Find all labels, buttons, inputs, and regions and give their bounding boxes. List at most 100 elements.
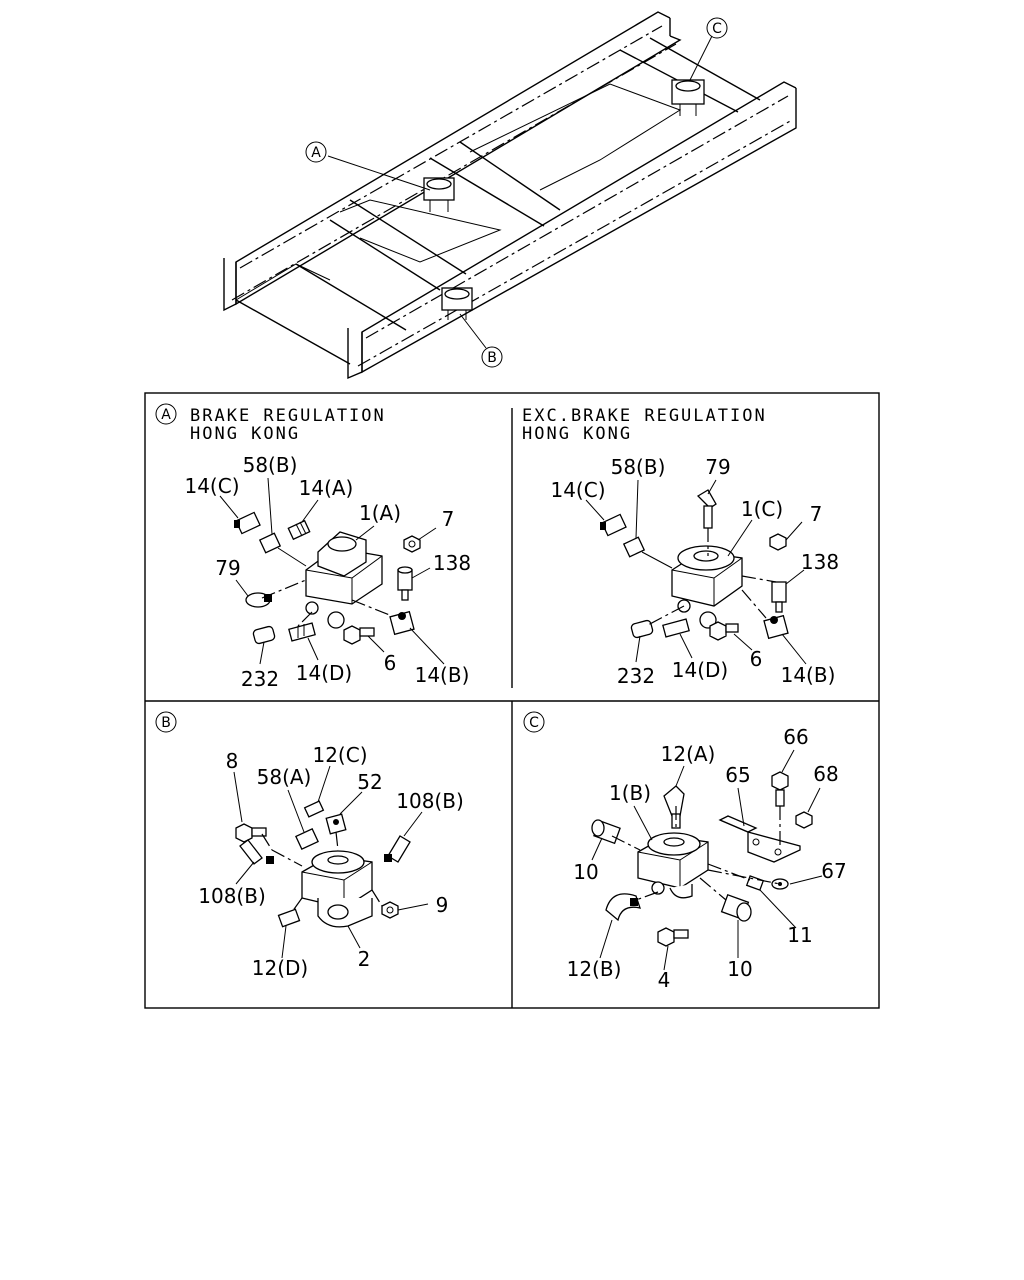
svg-text:B: B bbox=[161, 715, 171, 731]
nut-7 bbox=[403, 535, 421, 553]
bracket-2 bbox=[317, 898, 373, 928]
fitting-14a bbox=[287, 519, 311, 541]
panel-a-header-line2: HONG KONG bbox=[190, 424, 300, 444]
svg-text:A: A bbox=[311, 145, 321, 161]
fitting-14d bbox=[288, 622, 316, 642]
label-12a: 12(A) bbox=[661, 742, 716, 766]
valve-c-on-frame bbox=[671, 79, 705, 116]
bolt-6-right bbox=[709, 621, 739, 641]
valve-a-on-frame bbox=[423, 177, 455, 212]
plug-11 bbox=[745, 875, 765, 891]
fitting-10-lower bbox=[720, 893, 752, 922]
panel-a-right-header-line1: EXC.BRAKE REGULATION bbox=[522, 406, 767, 426]
label-108b-upper: 108(B) bbox=[396, 789, 464, 813]
svg-text:C: C bbox=[712, 21, 722, 37]
label-79-right: 79 bbox=[705, 455, 730, 479]
nut-9 bbox=[381, 901, 399, 919]
label-14d: 14(D) bbox=[296, 661, 352, 685]
label-108b-lower: 108(B) bbox=[198, 884, 266, 908]
relay-valve-1c bbox=[671, 545, 743, 629]
label-1c: 1(C) bbox=[741, 497, 783, 521]
label-66: 66 bbox=[783, 725, 808, 749]
label-2: 2 bbox=[358, 947, 371, 971]
label-58a: 58(A) bbox=[257, 765, 312, 789]
fitting-58b-right bbox=[622, 536, 673, 569]
label-6-right: 6 bbox=[750, 647, 763, 671]
elbow-108b-upper bbox=[384, 835, 411, 863]
panel-a-header-line1: BRAKE REGULATION bbox=[190, 406, 386, 426]
label-11: 11 bbox=[787, 923, 812, 947]
plug-232 bbox=[252, 625, 276, 645]
washer-67 bbox=[771, 878, 789, 890]
svg-text:B: B bbox=[487, 350, 497, 366]
panel-c: C bbox=[523, 711, 847, 992]
svg-text:A: A bbox=[161, 407, 171, 423]
fitting-58a bbox=[295, 827, 319, 851]
label-10-lower: 10 bbox=[727, 957, 752, 981]
label-67: 67 bbox=[821, 859, 846, 883]
chassis-frame-overview: A B C bbox=[223, 11, 797, 380]
label-10-upper: 10 bbox=[573, 860, 598, 884]
label-14c: 14(C) bbox=[184, 474, 239, 498]
panel-a-right-header-line2: HONG KONG bbox=[522, 424, 632, 444]
elbow-12b bbox=[605, 893, 641, 922]
panel-b: B bbox=[155, 711, 464, 980]
detail-grid bbox=[144, 392, 880, 1009]
relay-valve-1a bbox=[305, 531, 383, 629]
switch-138 bbox=[397, 566, 413, 601]
svg-text:C: C bbox=[529, 715, 539, 731]
label-138: 138 bbox=[433, 551, 471, 575]
label-9: 9 bbox=[436, 893, 449, 917]
label-1a: 1(A) bbox=[359, 501, 401, 525]
elbow-108b-lower bbox=[239, 839, 274, 865]
panel-c-callout: C bbox=[523, 711, 545, 733]
label-52: 52 bbox=[357, 770, 382, 794]
label-12b: 12(B) bbox=[567, 957, 622, 981]
label-138-right: 138 bbox=[801, 550, 839, 574]
plug-232-right bbox=[630, 619, 654, 639]
label-232: 232 bbox=[241, 667, 279, 691]
label-79: 79 bbox=[215, 556, 240, 580]
bolt-6 bbox=[343, 625, 375, 645]
label-14b-right: 14(B) bbox=[781, 663, 836, 687]
fitting-58b bbox=[258, 532, 307, 567]
switch-138-right bbox=[771, 581, 787, 613]
bolt-66 bbox=[771, 771, 789, 807]
elbow-52 bbox=[325, 813, 347, 835]
fitting-12c bbox=[303, 800, 325, 818]
label-12d: 12(D) bbox=[252, 956, 308, 980]
label-7: 7 bbox=[442, 507, 455, 531]
label-12c: 12(C) bbox=[312, 743, 367, 767]
panel-b-callout: B bbox=[155, 711, 177, 733]
elbow-14b-right bbox=[763, 614, 789, 640]
label-7-right: 7 bbox=[810, 502, 823, 526]
callout-b: B bbox=[481, 346, 503, 368]
label-1b: 1(B) bbox=[609, 781, 651, 805]
label-68: 68 bbox=[813, 762, 838, 786]
label-65: 65 bbox=[725, 763, 750, 787]
callout-c: C bbox=[706, 17, 728, 39]
bolt-8 bbox=[235, 823, 267, 843]
relay-valve-1b bbox=[637, 832, 709, 899]
elbow-14b bbox=[389, 610, 415, 636]
bolt-4 bbox=[657, 927, 689, 947]
elbow-12a bbox=[663, 785, 685, 829]
panel-a-callout: A bbox=[155, 403, 177, 425]
fitting-14d-right bbox=[662, 618, 690, 638]
label-232-right: 232 bbox=[617, 664, 655, 688]
callout-a: A bbox=[305, 141, 327, 163]
label-58b: 58(B) bbox=[243, 453, 298, 477]
label-14d-right: 14(D) bbox=[672, 658, 728, 682]
label-14c-right: 14(C) bbox=[550, 478, 605, 502]
label-8: 8 bbox=[226, 749, 239, 773]
nut-68 bbox=[795, 811, 813, 829]
fitting-10-upper bbox=[591, 819, 621, 845]
nut-7-right bbox=[769, 533, 787, 551]
bracket-65 bbox=[718, 815, 801, 863]
elbow-14c-right bbox=[600, 513, 627, 537]
valve-b-on-frame bbox=[441, 287, 473, 320]
fitting-12d bbox=[277, 908, 301, 928]
elbow-14c bbox=[234, 511, 261, 535]
label-14a: 14(A) bbox=[299, 476, 354, 500]
